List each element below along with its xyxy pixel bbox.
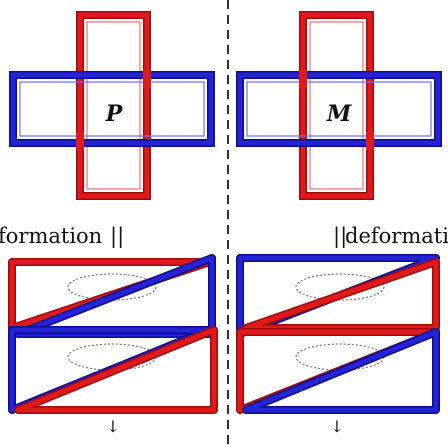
chirality-label-m: M [326,101,352,127]
right-deformation-label: deformati [345,224,448,248]
right-bowtie-structure [236,254,440,414]
left-deformation-symbol: || [110,224,124,249]
right-deformation-symbol: || [333,224,347,249]
left-cross-structure: P [9,11,215,200]
right-cross-structure: M [236,11,442,200]
right-upper-ellipse [295,273,385,301]
left-bowtie-structure [8,254,218,414]
left-deformation-label: formation [0,224,102,248]
right-down-arrow-icon: ↓ [330,417,343,436]
left-down-arrow-icon: ↓ [106,417,119,436]
chirality-label-p: P [105,101,124,127]
